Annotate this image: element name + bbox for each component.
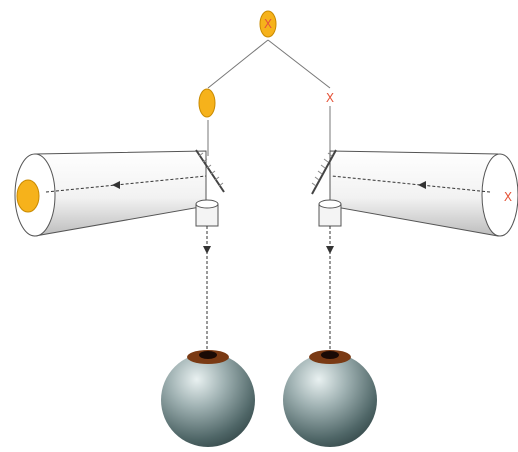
left-tube: [14, 149, 225, 237]
right-mirror-hatch: [311, 182, 317, 187]
left-eye-path-arrow: [203, 246, 211, 254]
left-eyepiece-rim: [195, 199, 219, 209]
right-tube: X: [311, 149, 518, 237]
right-eye-path-arrow: [326, 246, 334, 254]
right-eye: [283, 350, 377, 447]
left-mirror-hatch: [206, 164, 212, 169]
left-stimulus-oval: [198, 88, 216, 118]
right-tube-light-path: [331, 175, 491, 193]
right-tube-body: [329, 150, 499, 237]
right-eyeball: [283, 353, 377, 447]
right-pupil: [321, 351, 339, 359]
left-tube-stimulus-oval: [16, 179, 40, 213]
stimulus-tree: X X: [198, 10, 334, 156]
right-mirror-hatch: [320, 164, 326, 169]
right-mirror-hatch: [314, 176, 320, 181]
right-mirror-hatch: [323, 158, 329, 163]
right-mirror-hatch: [317, 170, 323, 175]
right-mirror-hatch: [327, 152, 333, 157]
left-mirror-hatch: [198, 152, 204, 157]
left-pupil: [199, 351, 217, 359]
left-tube-light-path: [45, 175, 207, 193]
top-stimulus-label: X: [264, 17, 272, 31]
right-mirror: [311, 149, 337, 195]
right-eyepiece-rim: [318, 199, 342, 209]
left-eyeball: [161, 353, 255, 447]
left-mirror-hatch: [214, 176, 220, 181]
left-tube-body: [34, 150, 207, 237]
tree-branch-right: [267, 39, 331, 89]
right-stimulus-label: X: [326, 91, 334, 105]
left-tube-arrow: [112, 181, 120, 189]
top-stimulus-oval: [259, 10, 277, 38]
left-mirror: [195, 149, 225, 193]
right-tube-stimulus-label: X: [504, 190, 512, 204]
left-mirror-hatch: [210, 170, 216, 175]
eye-light-paths: [203, 226, 334, 350]
left-mirror-hatch: [202, 158, 208, 163]
left-mirror-hatch: [218, 182, 224, 187]
tree-branch-left: [207, 39, 269, 89]
right-tube-opening: [481, 153, 518, 237]
left-eye: [161, 350, 255, 447]
right-tube-arrow: [418, 181, 426, 189]
